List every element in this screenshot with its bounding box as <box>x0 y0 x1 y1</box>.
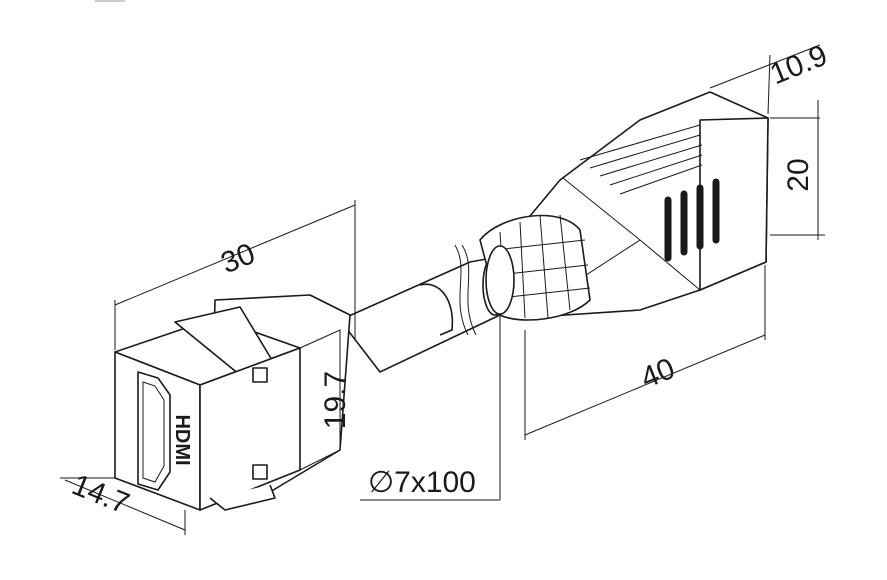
dim-plug-height: 20 <box>782 158 815 191</box>
hdmi-logo: HDMI <box>171 414 193 465</box>
dim-plug-width: 10.9 <box>765 39 832 91</box>
keystone-jack: HDMI <box>114 294 351 511</box>
dimension-lines <box>60 44 825 535</box>
dim-cable: ∅7x100 <box>368 466 476 499</box>
dim-keystone-height: 19.7 <box>319 371 352 429</box>
hdmi-plug <box>479 91 769 321</box>
dim-keystone-length: 30 <box>216 237 259 280</box>
top-marker <box>95 0 125 2</box>
cable <box>339 244 508 373</box>
dim-plug-length: 40 <box>636 352 679 395</box>
